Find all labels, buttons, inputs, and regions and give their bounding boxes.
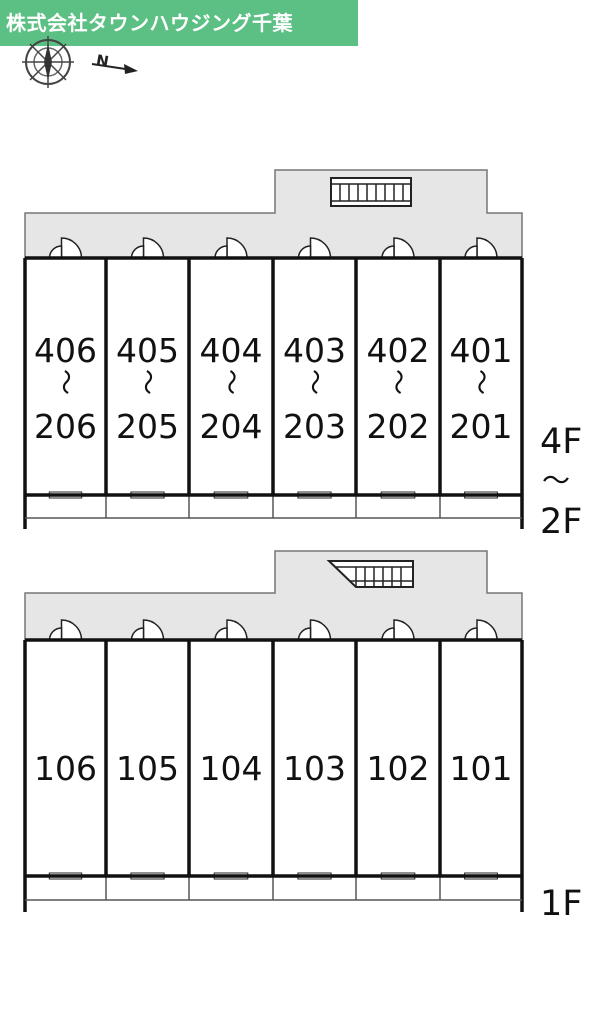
room-number: 106 (34, 749, 97, 788)
door-icon (130, 619, 165, 641)
room-number-lower: 204 (200, 407, 263, 446)
room-number-upper: 403 (283, 331, 346, 370)
lower-staircase (326, 560, 414, 588)
room-number-upper: 404 (200, 331, 263, 370)
lower-room-4: 102 (354, 619, 430, 876)
door-icon (48, 619, 83, 641)
room-number: 101 (450, 749, 513, 788)
room-number: 104 (200, 749, 263, 788)
room-number-upper: 406 (34, 331, 97, 370)
lower-room-1: 105 (104, 619, 179, 876)
lower-block: 106 105 104 103 102 101 1F (23, 550, 582, 924)
room-range-sep: 〜 (132, 369, 162, 395)
floor-label-2f: 2F (540, 502, 582, 542)
compass-icon: N (22, 36, 138, 88)
room-number: 105 (116, 749, 179, 788)
room-number: 102 (367, 749, 430, 788)
compass-north-label: N (95, 51, 110, 71)
upper-room-0: 406〜 206 (34, 237, 97, 446)
upper-room-3: 403〜 203 (271, 237, 346, 495)
room-range-sep: 〜 (299, 369, 329, 395)
lower-room-3: 103 (271, 619, 346, 876)
upper-room-1: 405〜 205 (104, 237, 179, 495)
company-banner: 株式会社タウンハウジング千葉 (0, 0, 358, 46)
door-icon (214, 237, 248, 259)
room-number-upper: 405 (116, 331, 179, 370)
door-icon (48, 237, 83, 259)
lower-room-5: 101 (438, 619, 513, 876)
upper-staircase (330, 177, 412, 207)
upper-room-4: 402〜 202 (354, 237, 430, 495)
room-range-sep: 〜 (465, 369, 495, 395)
door-icon (130, 237, 165, 259)
room-number-lower: 205 (116, 407, 179, 446)
door-icon (381, 619, 415, 641)
room-number-upper: 402 (367, 331, 430, 370)
lower-room-2: 104 (187, 619, 263, 876)
door-icon (214, 619, 248, 641)
floor-range-sep: 〜 (542, 464, 570, 497)
room-number-lower: 201 (450, 407, 513, 446)
door-icon (297, 237, 332, 259)
room-number: 103 (283, 749, 346, 788)
floor-label-1f: 1F (540, 884, 582, 924)
room-number-lower: 202 (367, 407, 430, 446)
door-icon (464, 237, 498, 259)
upper-corridor (24, 169, 523, 259)
upper-room-2: 404〜 204 (187, 237, 263, 495)
floor-label-4f: 4F (540, 422, 582, 462)
room-range-sep: 〜 (215, 369, 245, 395)
room-range-sep: 〜 (382, 369, 412, 395)
lower-room-0: 106 (34, 619, 97, 788)
upper-block: 406〜206405〜205404〜204403〜203402〜202401〜2… (23, 169, 582, 542)
upper-room-5: 401〜 201 (438, 237, 513, 495)
door-icon (464, 619, 498, 641)
room-range-sep: 〜 (50, 369, 80, 395)
door-icon (381, 237, 415, 259)
lower-corridor (24, 550, 523, 641)
room-number-lower: 203 (283, 407, 346, 446)
room-number-upper: 401 (450, 331, 513, 370)
room-number-lower: 206 (34, 407, 97, 446)
door-icon (297, 619, 332, 641)
